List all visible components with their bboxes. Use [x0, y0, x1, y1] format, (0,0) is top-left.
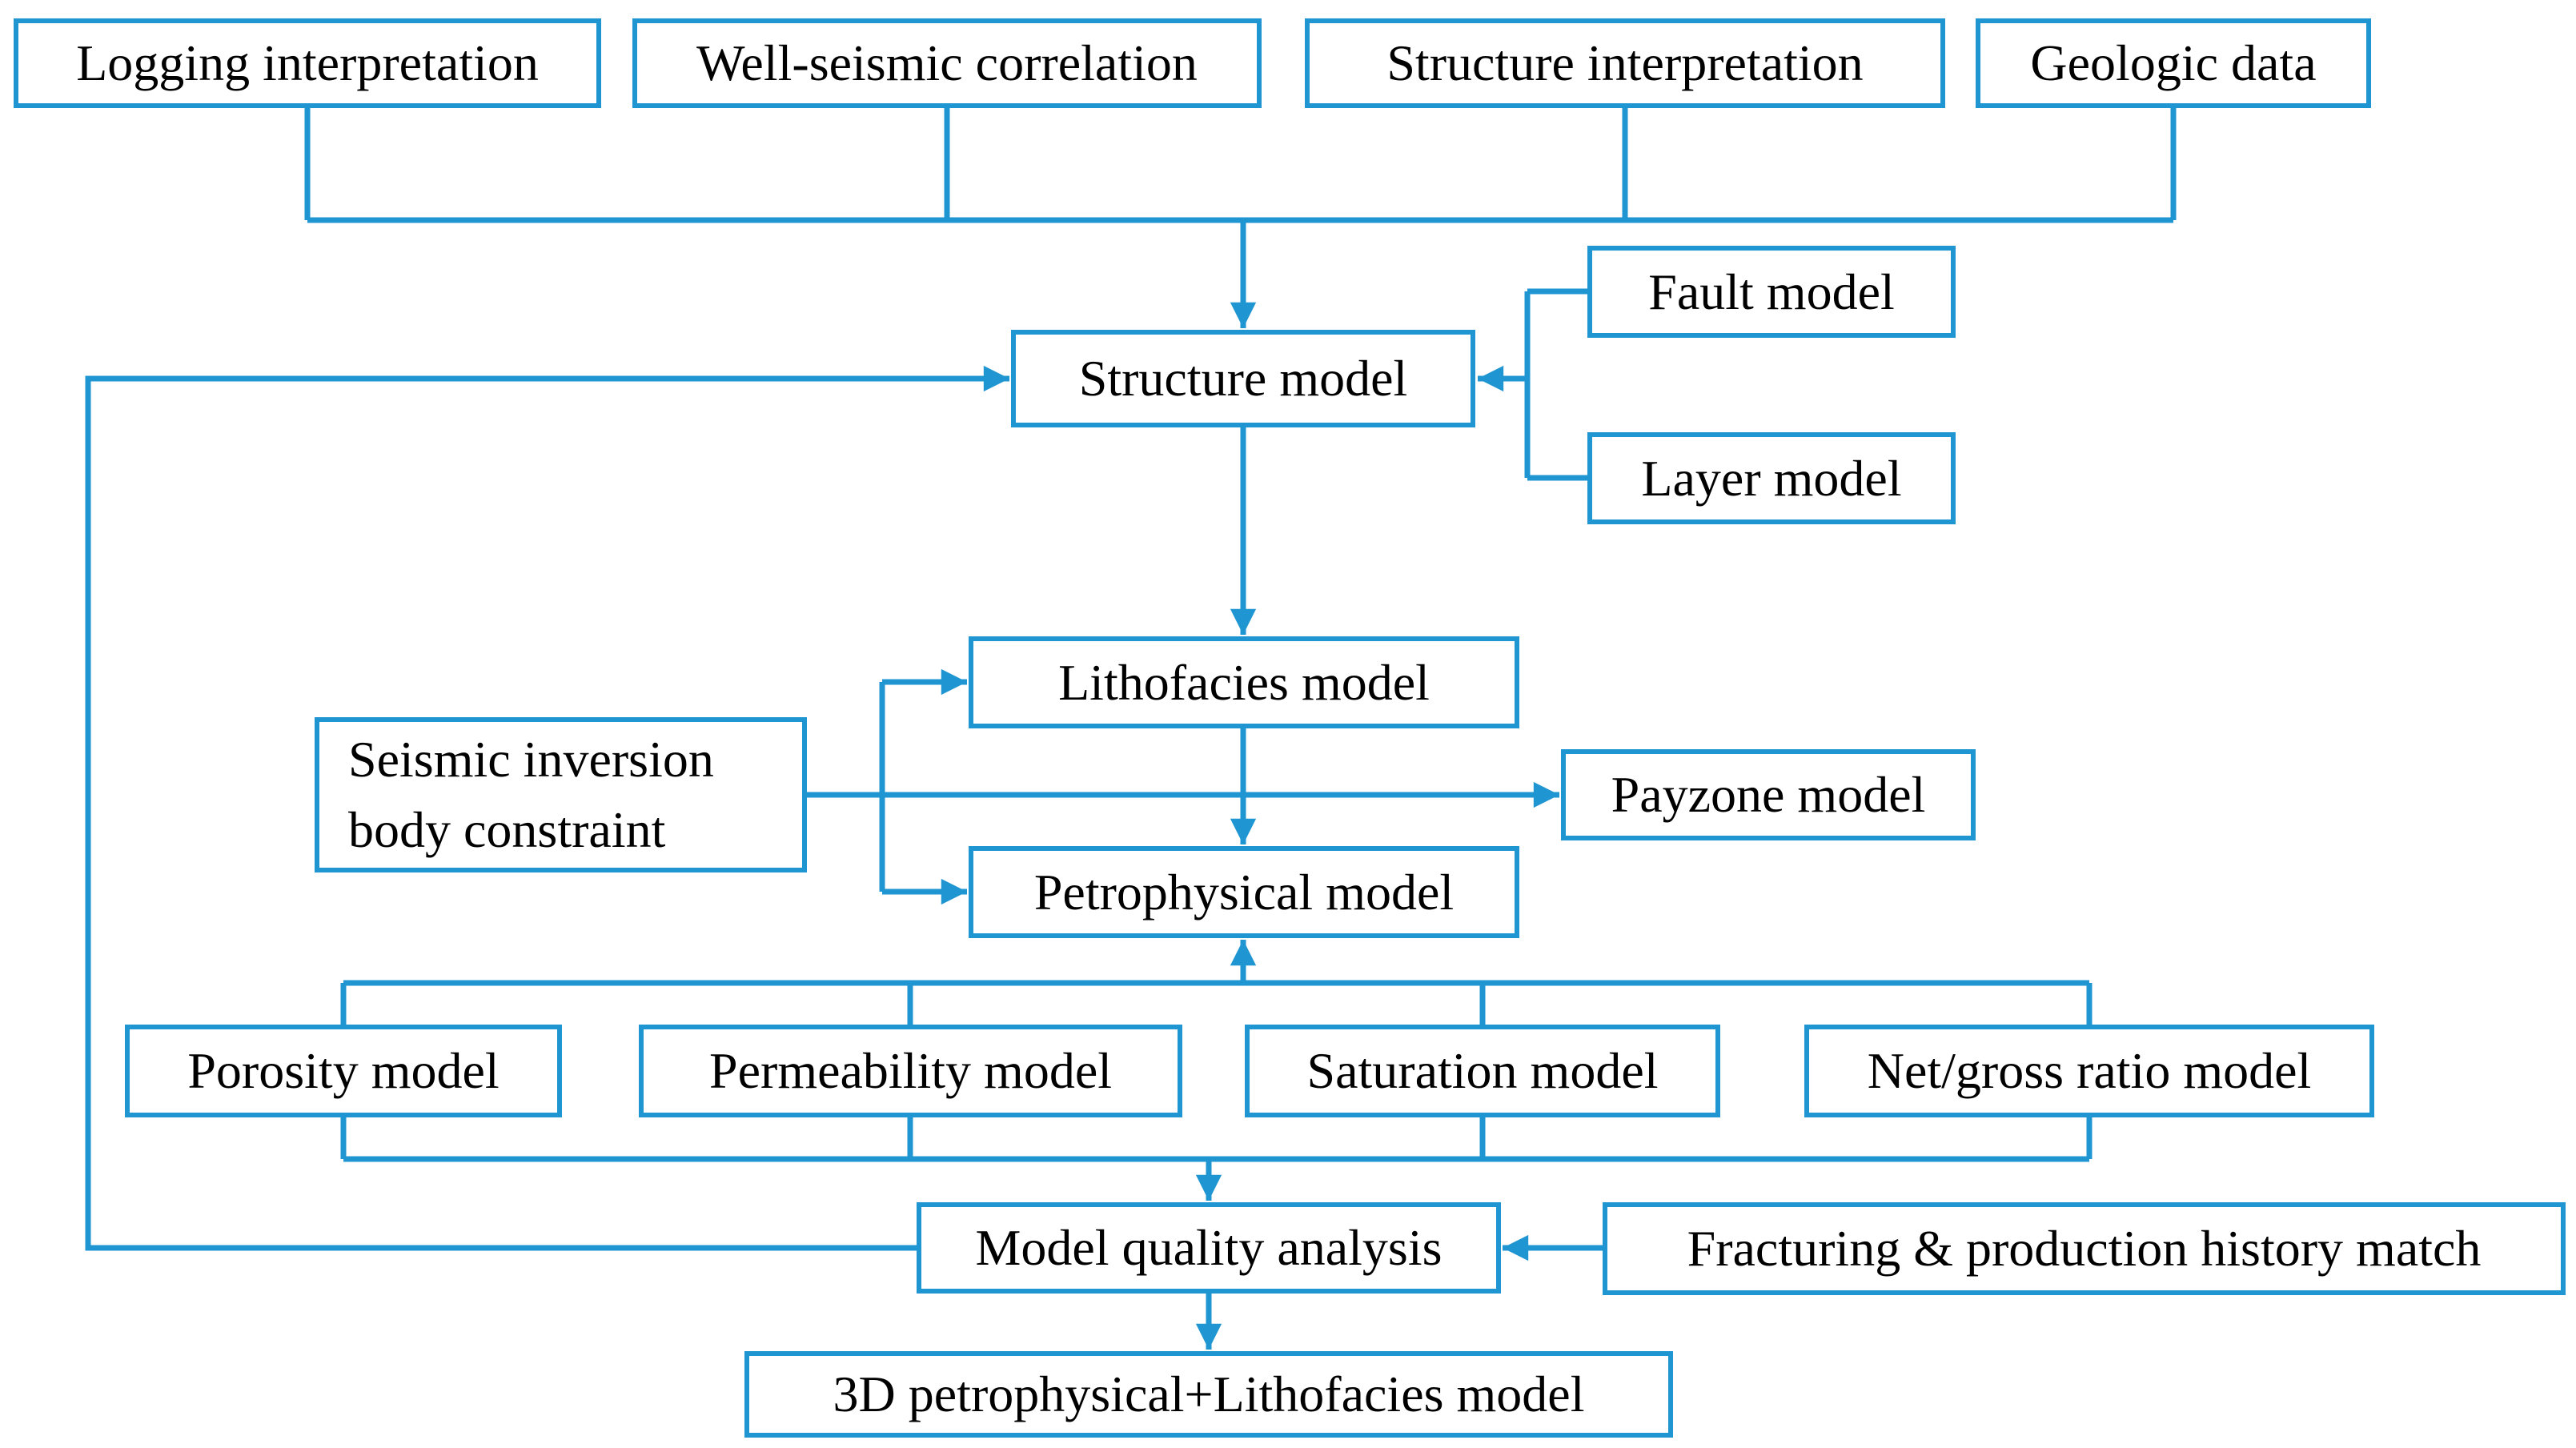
node-label: Petrophysical model [1033, 863, 1455, 921]
node-lithofacies-model: Lithofacies model [969, 636, 1519, 728]
node-3d-petrophysical-lithofacies-model: 3D petrophysical+Lithofacies model [744, 1351, 1673, 1438]
node-label: Structure interpretation [1386, 34, 1864, 91]
node-label: Fracturing & production history match [1687, 1220, 2482, 1277]
node-label: Lithofacies model [1058, 653, 1430, 711]
node-permeability-model: Permeability model [639, 1025, 1182, 1117]
node-label: Payzone model [1611, 766, 1926, 823]
node-label: Permeability model [709, 1042, 1112, 1099]
node-label: Structure model [1078, 350, 1408, 407]
node-label: Saturation model [1306, 1042, 1659, 1099]
node-geologic-data: Geologic data [1976, 18, 2371, 108]
node-label: Porosity model [187, 1042, 500, 1099]
node-layer-model: Layer model [1587, 432, 1956, 524]
node-label: Logging interpretation [76, 34, 539, 91]
node-fault-model: Fault model [1587, 246, 1956, 338]
node-fracturing-production-history-match: Fracturing & production history match [1603, 1202, 2566, 1295]
node-label: Geologic data [2030, 34, 2317, 91]
node-label: Seismic inversion body constraint [348, 730, 714, 858]
node-structure-interpretation: Structure interpretation [1305, 18, 1945, 108]
node-label: Model quality analysis [975, 1219, 1442, 1276]
edge-feedback-to-structure-model [85, 365, 1009, 1251]
node-porosity-model: Porosity model [125, 1025, 562, 1117]
node-petrophysical-model: Petrophysical model [969, 846, 1519, 938]
node-seismic-inversion-body-constraint: Seismic inversion body constraint [315, 717, 807, 872]
node-payzone-model: Payzone model [1561, 749, 1976, 840]
node-label: 3D petrophysical+Lithofacies model [833, 1366, 1585, 1422]
node-label: Fault model [1648, 263, 1895, 320]
node-saturation-model: Saturation model [1245, 1025, 1720, 1117]
node-label: Layer model [1641, 449, 1902, 507]
node-label: Well-seismic correlation [696, 34, 1198, 91]
node-label: Net/gross ratio model [1867, 1042, 2312, 1099]
node-net-gross-ratio-model: Net/gross ratio model [1804, 1025, 2374, 1117]
node-well-seismic-correlation: Well-seismic correlation [632, 18, 1262, 108]
node-logging-interpretation: Logging interpretation [14, 18, 601, 108]
node-structure-model: Structure model [1011, 330, 1475, 427]
node-model-quality-analysis: Model quality analysis [917, 1202, 1501, 1294]
